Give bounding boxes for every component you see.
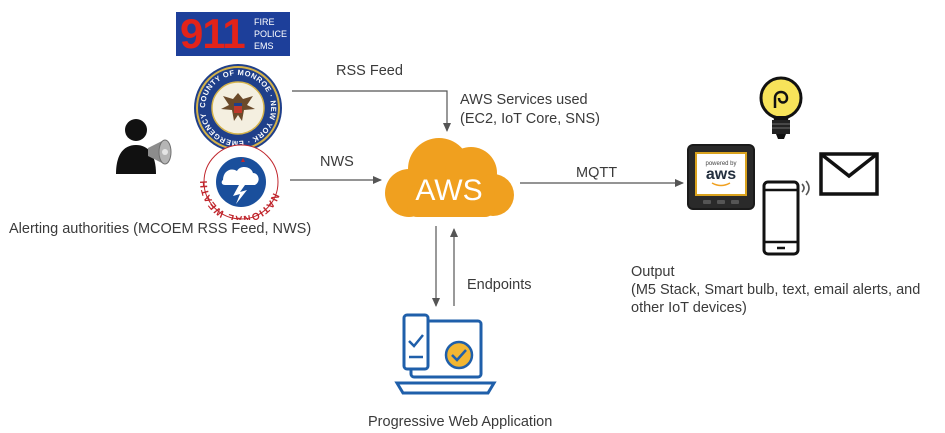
- aws-services-label-line1: AWS Services used: [460, 92, 588, 108]
- county-seal-icon: COUNTY OF MONROE · NEW YORK · EMERGENCY …: [193, 63, 282, 152]
- alerting-authorities-label: Alerting authorities (MCOEM RSS Feed, NW…: [9, 221, 312, 237]
- aws-cloud-label: AWS: [415, 174, 482, 207]
- aws-services-label-line2: (EC2, IoT Core, SNS): [460, 111, 600, 127]
- aws-cloud-icon: AWS: [385, 138, 514, 217]
- m5stack-device-icon: powered by aws: [689, 146, 753, 208]
- smart-bulb-icon: [759, 76, 803, 139]
- 911-number: 911: [180, 10, 246, 57]
- output-label-line3: other IoT devices): [631, 300, 747, 316]
- device-line1: powered by: [705, 161, 737, 167]
- output-label-line1: Output: [631, 264, 675, 280]
- email-icon: [819, 152, 879, 196]
- device-line2: aws: [705, 166, 737, 183]
- smartphone-icon: [762, 180, 810, 256]
- pwa-label: Progressive Web Application: [368, 414, 553, 430]
- rss-feed-arrow: [292, 90, 451, 132]
- mqtt-label: MQTT: [576, 165, 618, 181]
- nws-label: NWS: [320, 154, 354, 170]
- pwa-laptop-icon: [394, 313, 497, 395]
- rss-feed-label: RSS Feed: [336, 63, 403, 79]
- person-megaphone-icon: [116, 119, 172, 174]
- 911-logo: 911 FIRE POLICE EMS: [176, 12, 290, 56]
- 911-line-police: POLICE: [254, 29, 288, 39]
- endpoints-label: Endpoints: [467, 277, 532, 293]
- 911-line-fire: FIRE: [254, 17, 275, 27]
- device-screen: powered by aws: [695, 152, 747, 196]
- nws-logo: NATIONAL WEATHER SERVICE: [195, 140, 280, 220]
- output-label-line2: (M5 Stack, Smart bulb, text, email alert…: [631, 282, 921, 298]
- 911-line-ems: EMS: [254, 41, 274, 51]
